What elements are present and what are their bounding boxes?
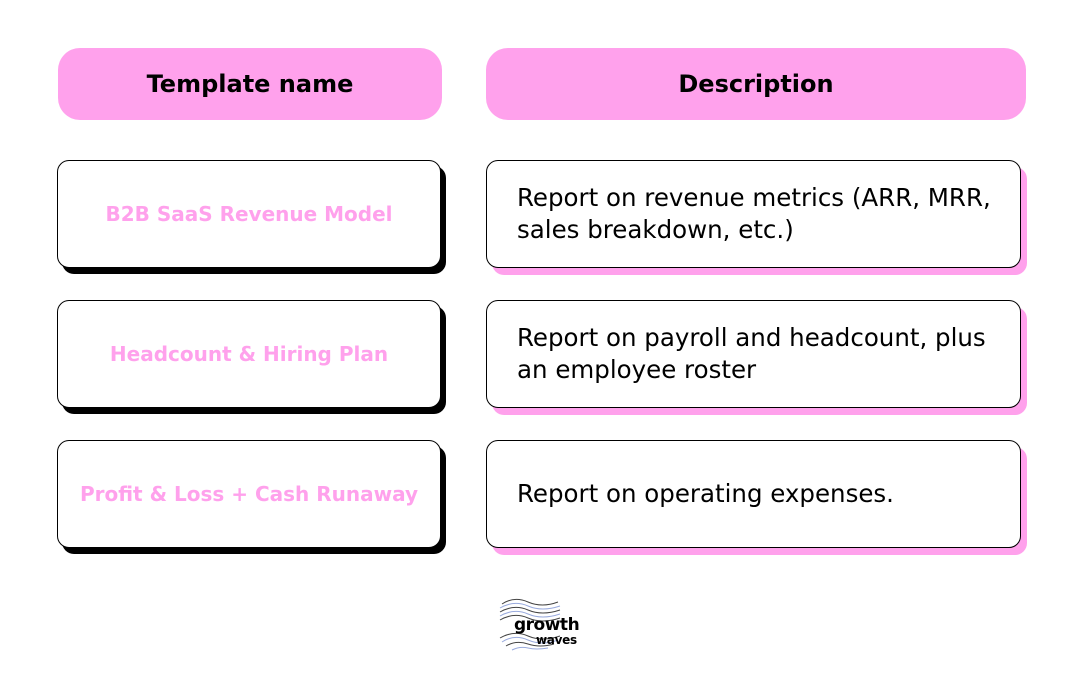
logo-text-growth: growth <box>514 615 580 635</box>
template-name-card: Profit & Loss + Cash Runaway <box>57 440 441 548</box>
template-name-card: Headcount & Hiring Plan <box>57 300 441 408</box>
wave-lines-icon <box>499 598 561 651</box>
template-description: Report on revenue metrics (ARR, MRR, sal… <box>517 183 991 244</box>
template-name-card: B2B SaaS Revenue Model <box>57 160 441 268</box>
template-description: Report on operating expenses. <box>517 479 894 508</box>
header-template-name: Template name <box>58 48 442 120</box>
logo-text-waves: waves <box>536 633 577 647</box>
header-description-label: Description <box>678 70 834 98</box>
description-card: Report on revenue metrics (ARR, MRR, sal… <box>486 160 1021 268</box>
growth-waves-logo: growth waves <box>498 594 588 654</box>
header-template-name-label: Template name <box>146 70 354 98</box>
header-description: Description <box>486 48 1026 120</box>
table-row: B2B SaaS Revenue Model Report on revenue… <box>0 160 1080 272</box>
template-name: Profit & Loss + Cash Runaway <box>79 482 419 506</box>
template-description: Report on payroll and headcount, plus an… <box>517 323 986 384</box>
table-row: Headcount & Hiring Plan Report on payrol… <box>0 300 1080 412</box>
description-card: Report on payroll and headcount, plus an… <box>486 300 1021 408</box>
template-name: Headcount & Hiring Plan <box>109 342 389 366</box>
table-row: Profit & Loss + Cash Runaway Report on o… <box>0 440 1080 552</box>
template-name: B2B SaaS Revenue Model <box>105 202 393 226</box>
description-card: Report on operating expenses. <box>486 440 1021 548</box>
